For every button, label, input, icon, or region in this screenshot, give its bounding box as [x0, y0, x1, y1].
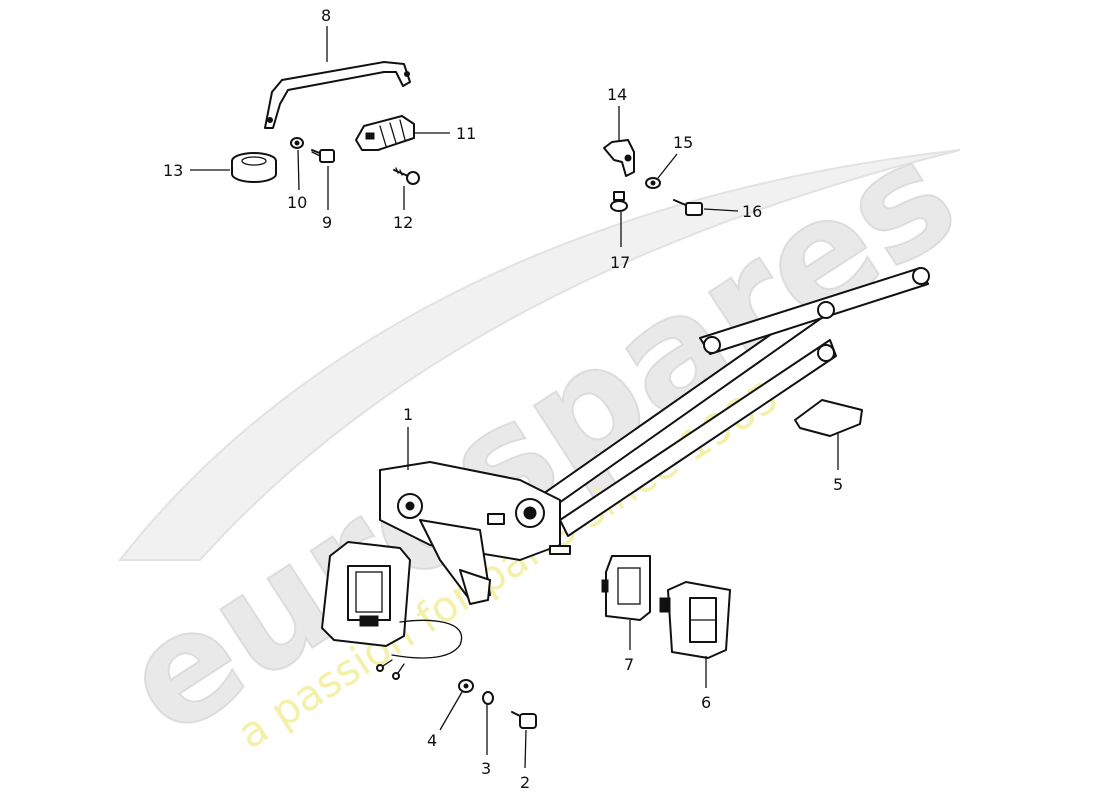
callouts: 1 2 3 4 5 6 7 8 9 10 11 12 13 14 15 16 1… [163, 6, 843, 792]
watermark: eurospares a passion for parts since 198… [94, 107, 986, 771]
part-6-switch [659, 581, 731, 659]
callout-17[interactable]: 17 [610, 253, 630, 272]
part-7-bezel [601, 555, 651, 621]
watermark-swoosh [117, 149, 961, 561]
callout-13[interactable]: 13 [163, 161, 183, 180]
part-16-bolt [673, 199, 703, 216]
callout-9[interactable]: 9 [322, 213, 332, 232]
callout-2[interactable]: 2 [520, 773, 530, 792]
part-1-regulator [321, 267, 930, 680]
part-14-bracket [603, 139, 635, 177]
part-2-bolt [511, 711, 537, 729]
part-15-washer [645, 177, 661, 189]
part-5-pad [794, 399, 863, 437]
callout-11[interactable]: 11 [456, 124, 476, 143]
callout-3[interactable]: 3 [481, 759, 491, 778]
callout-4[interactable]: 4 [427, 731, 437, 750]
callout-7[interactable]: 7 [624, 655, 634, 674]
part-10-washer [290, 137, 304, 149]
callout-15[interactable]: 15 [673, 133, 693, 152]
part-17-nut [610, 191, 628, 212]
callout-6[interactable]: 6 [701, 693, 711, 712]
part-12-screw [393, 167, 420, 185]
callout-5[interactable]: 5 [833, 475, 843, 494]
part-8-bracket [264, 61, 411, 129]
callout-8[interactable]: 8 [321, 6, 331, 25]
part-4-washer [458, 679, 474, 693]
callout-12[interactable]: 12 [393, 213, 413, 232]
part-9-bolt [311, 149, 335, 163]
watermark-brand: eurospares [95, 108, 985, 770]
callout-14[interactable]: 14 [607, 85, 627, 104]
callout-16[interactable]: 16 [742, 202, 762, 221]
part-3-spring-washer [482, 691, 494, 705]
part-11-shell [355, 115, 415, 151]
callout-10[interactable]: 10 [287, 193, 307, 212]
part-13-ring [231, 152, 277, 183]
callout-1[interactable]: 1 [403, 405, 413, 424]
leader-lines [190, 26, 839, 769]
